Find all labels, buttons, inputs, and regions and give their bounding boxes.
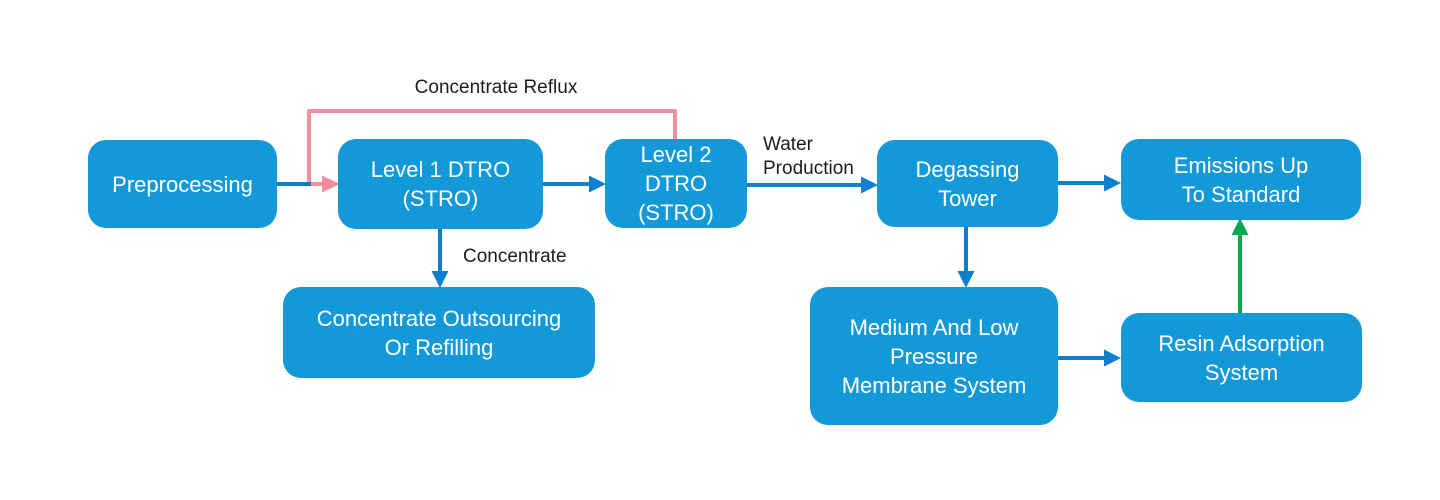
edge-membrane-to-resin xyxy=(1057,349,1121,367)
edge-level1-to-concentrate-outsourcing xyxy=(431,228,449,288)
node-level1-dtro: Level 1 DTRO (STRO) xyxy=(338,139,543,229)
node-level2-dtro: Level 2 DTRO (STRO) xyxy=(605,139,747,228)
label-water-production: Water Production xyxy=(763,134,854,179)
node-emissions-up-to-standard: Emissions Up To Standard xyxy=(1121,139,1361,220)
label-concentrate-reflux: Concentrate Reflux xyxy=(414,77,578,98)
label-concentrate: Concentrate xyxy=(463,246,567,267)
node-membrane-system: Medium And Low Pressure Membrane System xyxy=(810,287,1058,425)
node-degassing-tower: Degassing Tower xyxy=(877,140,1058,227)
edge-degassing-to-membrane xyxy=(957,226,975,288)
edge-level1-to-level2 xyxy=(543,175,606,193)
edge-level2-to-degassing xyxy=(747,176,878,194)
edge-resin-to-emissions xyxy=(1231,218,1249,313)
node-resin-adsorption: Resin Adsorption System xyxy=(1121,313,1362,402)
edge-concentrate-reflux xyxy=(307,109,677,193)
node-concentrate-outsourcing: Concentrate Outsourcing Or Refilling xyxy=(283,287,595,378)
node-preprocessing: Preprocessing xyxy=(88,140,277,228)
edge-degassing-to-emissions xyxy=(1057,174,1121,192)
